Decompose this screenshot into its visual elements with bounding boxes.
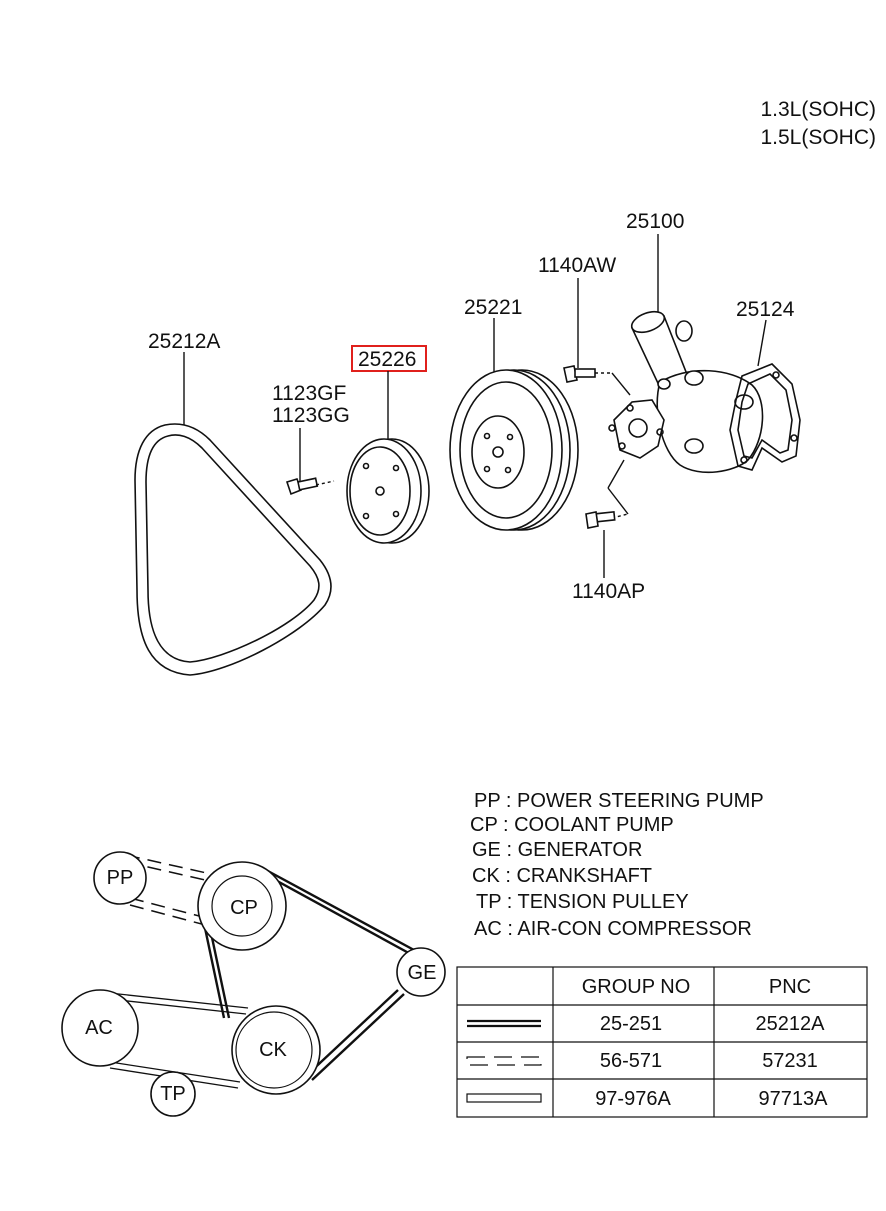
small-pulley[interactable]	[346, 438, 430, 544]
pulley-ge-label: GE	[408, 962, 437, 984]
legend-pp: PP : POWER STEERING PUMP	[474, 790, 764, 812]
table-header-group-no: GROUP NO	[582, 976, 691, 998]
water-pump-callout: 25100	[626, 210, 684, 233]
gasket-callout: 25124	[736, 298, 795, 321]
gasket[interactable]	[729, 363, 801, 471]
line-style-dashed-double	[466, 1056, 542, 1066]
table-row: 25-251 25212A	[467, 1013, 825, 1035]
highlight-box	[351, 345, 427, 372]
bolt-pulley-callout-b: 1123GG	[272, 404, 350, 427]
bolt-bottom[interactable]	[585, 459, 629, 529]
small-pulley-callout: 25226	[358, 348, 416, 371]
pulley-pp-label: PP	[107, 867, 134, 889]
pulley-cp: CP	[197, 861, 287, 951]
large-pulley[interactable]	[449, 369, 579, 531]
pulley-cp-label: CP	[230, 897, 258, 919]
bolt-top-callout: 1140AW	[538, 254, 616, 277]
table-header-pnc: PNC	[769, 976, 811, 998]
water-pump[interactable]	[608, 308, 764, 474]
pulley-ge: GE	[396, 947, 446, 997]
pulley-ck-label: CK	[259, 1039, 287, 1061]
pulley-ac: AC	[61, 989, 139, 1067]
bolt-pulley-callout-a: 1123GF	[272, 382, 346, 405]
pulley-tp-label: TP	[160, 1083, 186, 1105]
pulley-ac-label: AC	[85, 1017, 113, 1039]
gasket-leader	[757, 319, 767, 367]
drive-belt[interactable]	[134, 423, 332, 676]
table-cell-group-no: 56-571	[600, 1050, 662, 1072]
bolt-top[interactable]	[563, 365, 631, 396]
table-cell-group-no: 97-976A	[595, 1088, 671, 1110]
legend-ac: AC : AIR-CON COMPRESSOR	[474, 918, 752, 940]
engine-spec-line-2: 1.5L(SOHC)	[760, 126, 876, 149]
table-cell-pnc: 25212A	[756, 1013, 826, 1035]
belt-table: GROUP NO PNC 25-251 25212A 56-571 57231 …	[456, 966, 868, 1118]
legend-ge: GE : GENERATOR	[472, 839, 642, 861]
legend-ck: CK : CRANKSHAFT	[472, 865, 652, 887]
engine-spec-line-1: 1.3L(SOHC)	[760, 98, 876, 121]
table-cell-pnc: 57231	[762, 1050, 818, 1072]
large-pulley-callout: 25221	[464, 296, 522, 319]
pulley-tp: TP	[150, 1071, 196, 1117]
table-cell-pnc: 97713A	[759, 1088, 829, 1110]
pulley-pp: PP	[93, 851, 147, 905]
belt-callout: 25212A	[148, 330, 220, 353]
legend-tp: TP : TENSION PULLEY	[476, 891, 689, 913]
legend-cp: CP : COOLANT PUMP	[470, 814, 674, 836]
pulley-ck: CK	[231, 1005, 321, 1095]
table-row: 56-571 57231	[466, 1050, 818, 1072]
pulley-bolt[interactable]	[285, 477, 335, 496]
table-row: 97-976A 97713A	[466, 1088, 829, 1110]
line-style-thin-double	[466, 1093, 542, 1103]
table-cell-group-no: 25-251	[600, 1013, 662, 1035]
bolt-bottom-callout: 1140AP	[572, 580, 645, 603]
